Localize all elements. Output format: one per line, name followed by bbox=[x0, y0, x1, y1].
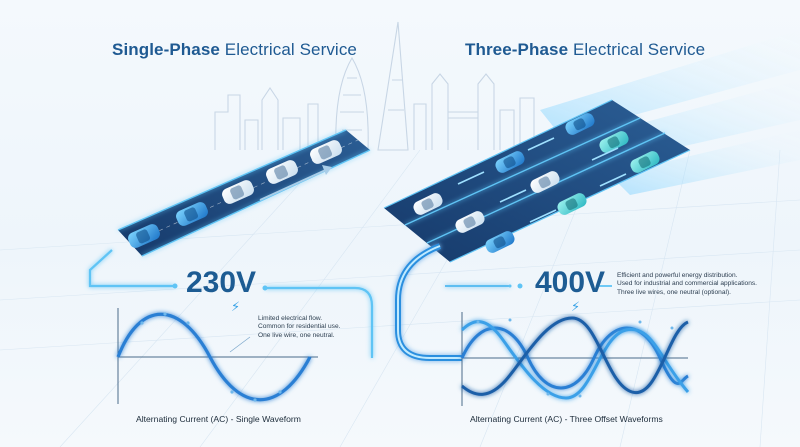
three-phase-waveform bbox=[460, 312, 690, 406]
three-phase-cars bbox=[413, 113, 660, 253]
three-phase-description: Efficient and powerful energy distributi… bbox=[617, 272, 757, 297]
description-line: Limited electrical flow. bbox=[258, 315, 323, 322]
description-line: Used for industrial and commercial appli… bbox=[617, 280, 757, 288]
description-line: Efficient and powerful energy distributi… bbox=[617, 272, 738, 279]
three-phase-title: Three-Phase Electrical Service bbox=[465, 40, 705, 60]
city-skyline bbox=[214, 21, 535, 151]
lightning-icon: ⚡︎ bbox=[231, 299, 241, 314]
single-phase-title: Single-Phase Electrical Service bbox=[112, 40, 357, 60]
single-phase-description: Limited electrical flow. Common for resi… bbox=[258, 315, 340, 340]
description-line: Common for residential use. bbox=[258, 323, 341, 331]
description-line: Three live wires, one neutral (optional)… bbox=[617, 288, 731, 296]
lightning-icon: ⚡︎ bbox=[571, 299, 581, 314]
description-line: One live wire, one neutral. bbox=[258, 331, 335, 339]
single-phase-caption: Alternating Current (AC) - Single Wavefo… bbox=[136, 414, 301, 424]
three-phase-title-bold: Three-Phase bbox=[465, 40, 569, 59]
single-phase-title-light: Electrical Service bbox=[224, 40, 357, 59]
single-phase-connector bbox=[88, 249, 374, 358]
three-phase-arrows bbox=[457, 137, 627, 223]
three-phase-title-light: Electrical Service bbox=[572, 40, 706, 59]
single-phase-waveform bbox=[116, 308, 318, 404]
three-phase-voltage: 400V bbox=[535, 266, 606, 299]
single-phase-title-bold: Single-Phase bbox=[112, 40, 220, 59]
three-phase-caption: Alternating Current (AC) - Three Offset … bbox=[470, 414, 663, 424]
single-phase-arrow bbox=[259, 167, 331, 201]
single-phase-cars bbox=[128, 140, 342, 248]
single-phase-voltage: 230V bbox=[186, 266, 257, 299]
three-phase-connector bbox=[395, 243, 510, 361]
